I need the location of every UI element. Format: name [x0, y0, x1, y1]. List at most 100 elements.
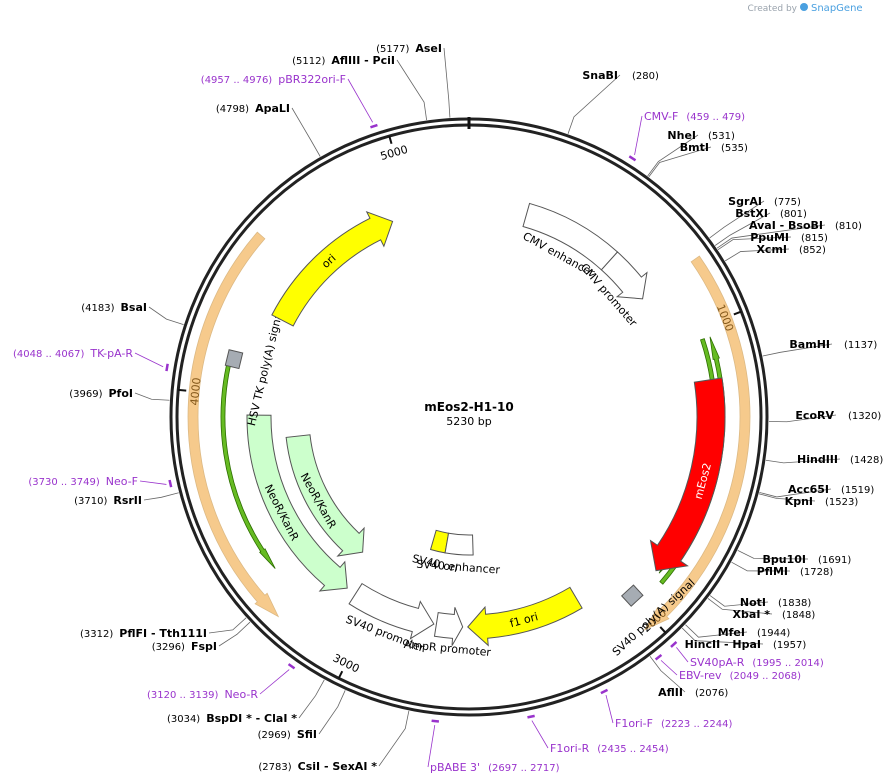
primer-name-ebvrev[interactable]: EBV-rev	[679, 669, 722, 682]
hsv-tk-pa-feature[interactable]	[224, 349, 244, 370]
site-label-sfii[interactable]: SfiI(2969)	[258, 728, 317, 741]
site-name-bmti: BmtI	[680, 141, 709, 154]
site-label-hincii[interactable]: HincII - HpaI(1957)	[685, 638, 807, 651]
site-label-kpni[interactable]: KpnI(1523)	[785, 495, 859, 508]
primer-name-pbabe[interactable]: pBABE 3'	[430, 761, 480, 774]
primer-name-sv40pa[interactable]: SV40pA-R	[690, 656, 745, 669]
primer-name-cmvf[interactable]: CMV-F	[644, 110, 678, 123]
site-label-aflIII[interactable]: AflIII - PciI(5112)	[292, 54, 395, 67]
primer-leader-pbr322	[347, 78, 374, 123]
ampr-promoter-feature[interactable]	[433, 607, 464, 646]
site-label-fspi[interactable]: FspI(3296)	[152, 640, 217, 653]
site-pos-pfoi: (3969)	[69, 389, 102, 400]
cmv-promoter-feature[interactable]	[600, 251, 648, 300]
site-label-bpu10i[interactable]: Bpu10I(1691)	[763, 553, 852, 566]
site-label-apali[interactable]: ApaLI(4798)	[216, 102, 290, 115]
primer-name-pbr322[interactable]: pBR322ori-F	[278, 73, 346, 86]
site-leader-acc65i	[759, 488, 832, 498]
site-label-rsrii[interactable]: RsrII(3710)	[74, 494, 142, 507]
site-label-xbai[interactable]: XbaI *(1848)	[733, 608, 816, 621]
orf-ccw-a-orf-arrow[interactable]	[187, 231, 280, 618]
site-label-sgrai[interactable]: SgrAI(775)	[728, 195, 801, 208]
site-pos-apali: (4798)	[216, 104, 249, 115]
site-label-pfoi[interactable]: PfoI(3969)	[69, 387, 133, 400]
site-label-hindiii[interactable]: HindIII(1428)	[797, 453, 883, 466]
site-name-sfii: SfiI	[297, 728, 317, 741]
primer-leader-neor	[259, 669, 290, 695]
site-leader-hindiii	[765, 458, 841, 464]
site-leader-asei	[443, 47, 451, 118]
mEos2-feature[interactable]	[649, 377, 726, 572]
site-leader-noti	[709, 595, 769, 607]
primer-pos-neor: (3120 .. 3139)	[147, 690, 219, 701]
primer-mark-pbabe[interactable]	[431, 719, 440, 723]
site-label-bsai[interactable]: BsaI(4183)	[81, 301, 147, 314]
primer-mark-f1orir[interactable]	[527, 714, 535, 719]
plasmid-center-label: mEos2-H1-10 5230 bp	[424, 400, 514, 428]
site-label-noti[interactable]: NotI(1838)	[740, 596, 811, 609]
primer-name-tkpa[interactable]: TK-pA-R	[89, 347, 133, 360]
primer-mark-neof[interactable]	[168, 479, 173, 488]
watermark: Created by SnapGene	[747, 3, 863, 14]
site-label-asei[interactable]: AseI(5177)	[376, 42, 442, 55]
site-label-ppumi[interactable]: PpuMI(815)	[750, 231, 828, 244]
tick-mark-5000	[388, 135, 393, 145]
primer-pos-pbabe: (2697 .. 2717)	[488, 763, 560, 774]
site-label-avai[interactable]: AvaI - BsoBI(810)	[749, 219, 862, 232]
site-label-pflmi[interactable]: PflMI(1728)	[757, 565, 834, 578]
site-label-nhei[interactable]: NheI(531)	[667, 129, 735, 142]
primer-mark-neor[interactable]	[287, 663, 296, 670]
site-pos-aflii: (2076)	[695, 688, 728, 699]
site-leader-ecorv	[768, 414, 837, 423]
primer-mark-ebvrev[interactable]	[654, 653, 663, 661]
primer-leader-tkpa	[134, 352, 164, 368]
primer-mark-tkpa[interactable]	[165, 363, 169, 372]
site-label-snabi[interactable]: SnaBI (280)	[582, 69, 659, 82]
primer-name-f1orif[interactable]: F1ori-F	[615, 717, 653, 730]
sv40-ori-feature[interactable]	[429, 529, 450, 554]
primer-mark-pbr322[interactable]	[370, 123, 378, 129]
site-name-aflii: AflII	[658, 686, 683, 699]
f1-ori-feature[interactable]	[467, 586, 583, 647]
site-label-bamhi[interactable]: BamHI(1137)	[789, 338, 877, 351]
site-label-bmti[interactable]: BmtI(535)	[680, 141, 748, 154]
site-label-bspdi[interactable]: BspDI * - ClaI *(3034)	[167, 712, 297, 725]
site-label-ecorv[interactable]: EcoRV (1320)	[795, 409, 881, 422]
primer-name-f1orir[interactable]: F1ori-R	[550, 742, 590, 755]
site-name-snabi: SnaBI	[582, 69, 618, 82]
orf-cw-a-orf-arrow[interactable]	[643, 255, 751, 631]
primer-name-neof[interactable]: Neo-F	[106, 475, 138, 488]
primer-mark-cmvf[interactable]	[628, 155, 637, 162]
site-leader-bsai	[148, 306, 184, 326]
primer-leader-f1orif	[605, 694, 614, 724]
sv40-promoter-feature[interactable]	[348, 582, 435, 640]
site-label-xcmi[interactable]: XcmI(852)	[756, 243, 826, 256]
site-leader-aflii	[649, 656, 686, 693]
site-leader-pfoi	[134, 392, 170, 401]
ori-feature[interactable]	[271, 210, 394, 327]
site-name-csii: CsiI - SexAI *	[298, 760, 378, 773]
neor-inner-feature[interactable]	[285, 434, 365, 557]
site-label-acc65i[interactable]: Acc65I(1519)	[788, 483, 874, 496]
site-pos-ecorv: (1320)	[848, 411, 881, 422]
site-label-bstxi[interactable]: BstXI(801)	[735, 207, 807, 220]
primer-mark-sv40pa[interactable]	[670, 641, 678, 648]
site-label-mfei[interactable]: MfeI(1944)	[718, 626, 791, 639]
sv40-enhancer-feature[interactable]	[444, 532, 474, 556]
site-label-csii[interactable]: CsiI - SexAI *(2783)	[258, 760, 377, 773]
site-name-bspdi: BspDI * - ClaI *	[206, 712, 297, 725]
site-name-rsrii: RsrII	[113, 494, 142, 507]
site-leader-avai	[716, 224, 826, 249]
site-leader-bamhi	[762, 343, 833, 357]
site-name-ecorv: EcoRV	[795, 409, 834, 422]
neor-outer-feature[interactable]	[246, 414, 348, 592]
site-pos-pflfi: (3312)	[80, 629, 113, 640]
site-label-aflii[interactable]: AflII (2076)	[658, 686, 728, 699]
site-pos-sgrai: (775)	[774, 197, 801, 208]
primer-pos-ebvrev: (2049 .. 2068)	[730, 671, 802, 682]
primer-mark-f1orif[interactable]	[600, 688, 609, 695]
sv40-pa-feature[interactable]	[620, 584, 644, 607]
site-pos-snabi: (280)	[632, 71, 659, 82]
primer-name-neor[interactable]: Neo-R	[224, 688, 258, 701]
site-label-pflfi[interactable]: PflFI - Tth111I(3312)	[80, 627, 207, 640]
